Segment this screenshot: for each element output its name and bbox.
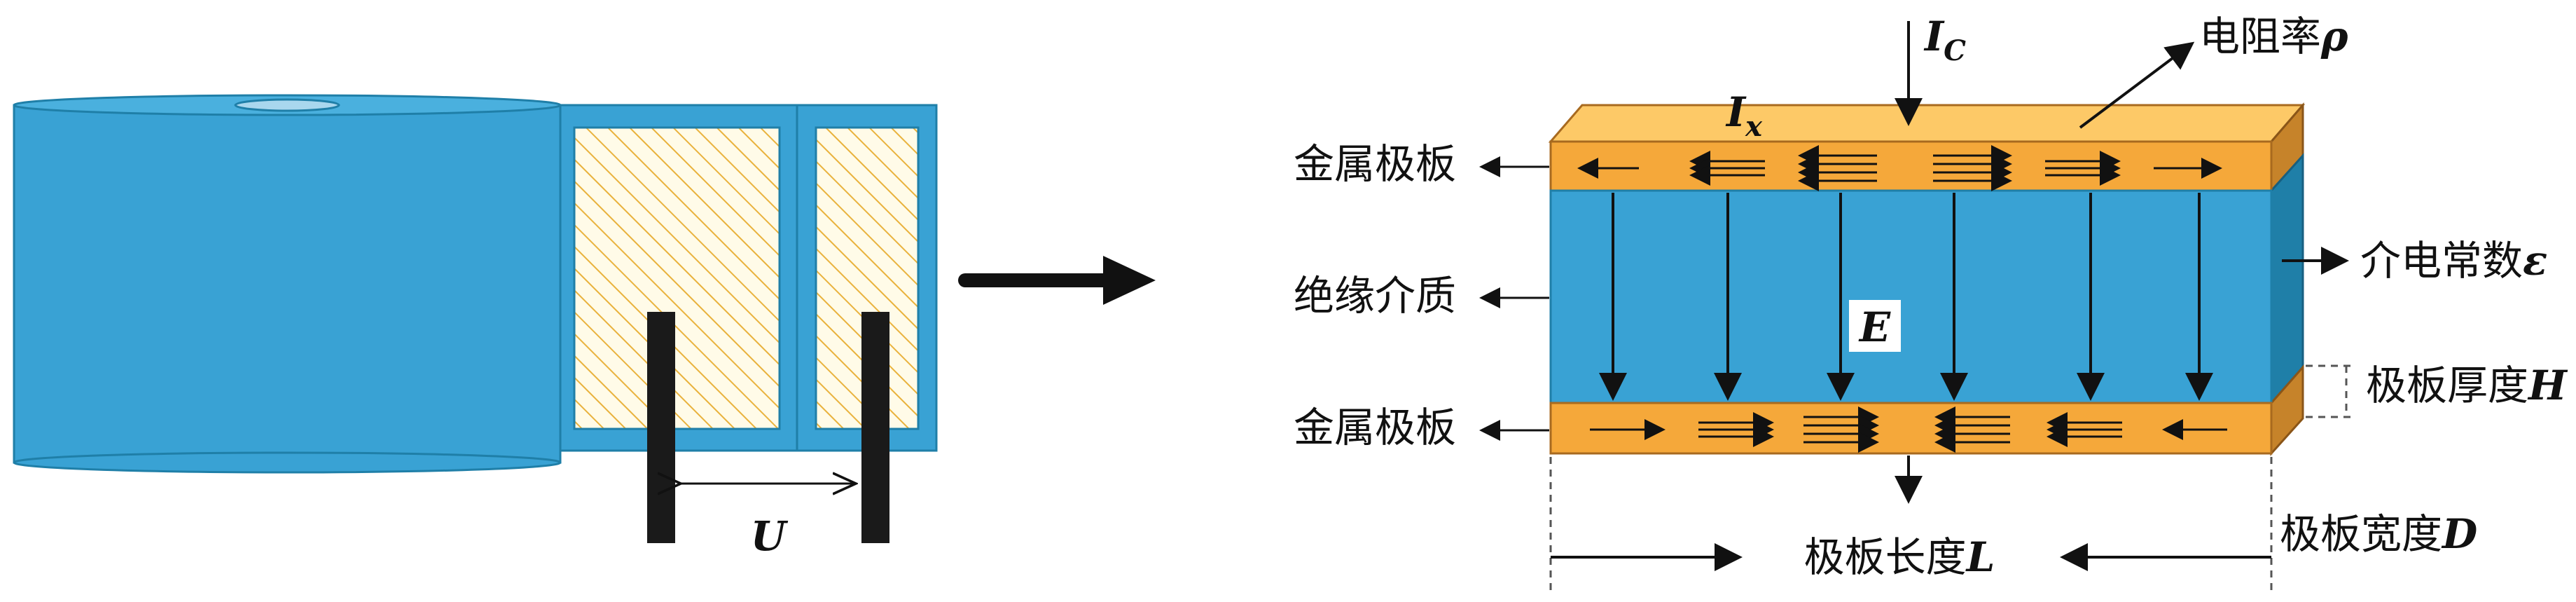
terminal-lead-left — [647, 312, 675, 543]
metal-plate-top — [1549, 140, 2273, 192]
field-label-box — [1849, 300, 1901, 352]
metal-plate-bottom — [1549, 402, 2273, 455]
current-c-label: IC — [1923, 13, 1966, 67]
electrode-foil-left — [573, 126, 781, 430]
plate-length-label: 极板长度L — [1804, 533, 1995, 581]
unrolled-film — [559, 104, 938, 452]
resistivity-arrow — [2079, 41, 2195, 129]
thickness-dim-lines — [2306, 364, 2353, 418]
current-arrows-top — [1577, 145, 2222, 191]
current-x-label: Ix — [1725, 88, 1763, 143]
plate-thickness-label: 极板厚度H — [2366, 362, 2568, 409]
permittivity-label: 介电常数ε — [2360, 237, 2547, 285]
metal-plate-top-label: 金属极板 — [1294, 140, 1456, 188]
terminal-lead-right — [861, 312, 889, 543]
capacitor-roll — [13, 94, 562, 474]
dielectric-side — [2270, 153, 2304, 406]
plate-width-label: 极板宽度D — [2280, 510, 2477, 558]
electrode-top-face — [1548, 104, 2306, 143]
metal-plate-bottom-label: 金属极板 — [1294, 404, 1456, 451]
insulating-medium-label: 绝缘介质 — [1294, 272, 1456, 320]
resistivity-label: 电阻率ρ — [2199, 13, 2348, 60]
dielectric-layer — [1549, 189, 2273, 404]
transition-arrow — [958, 256, 1156, 305]
voltage-label: U — [751, 512, 789, 560]
current-arrows-bottom — [1590, 406, 2227, 453]
field-label: E — [1858, 303, 1891, 351]
electric-field-arrows — [1599, 193, 2213, 401]
